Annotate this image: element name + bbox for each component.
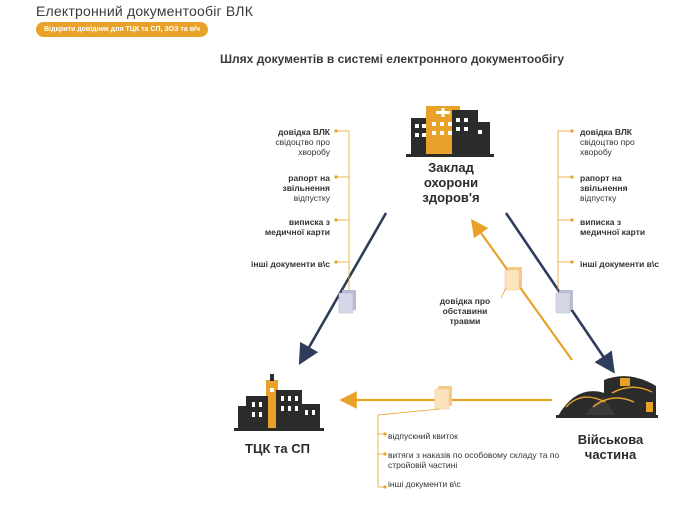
bottom-docs-leader (377, 408, 441, 487)
right-doc-item-text: відпустку (580, 193, 617, 203)
bottom-document-icon (434, 386, 452, 410)
left-doc-item: довідка ВЛК свідоцтво про хворобу (250, 127, 330, 165)
right-docs-list: довідка ВЛК свідоцтво про хворобу рапорт… (580, 127, 660, 277)
left-doc-item-title: виписка з медичної карти (264, 217, 330, 237)
left-doc-item-title: рапорт на звільнення (282, 173, 330, 193)
left-doc-item: виписка з медичної карти (250, 217, 330, 251)
arrow-military-to-hospital (470, 218, 573, 361)
right-doc-item-title: інші документи в\с (580, 259, 659, 269)
left-docs-list: довідка ВЛК свідоцтво про хворобу рапорт… (250, 127, 330, 277)
node-hospital-label: Заклад охорони здоров'я (422, 160, 480, 205)
page-title: Електронний документообіг ВЛК (36, 3, 254, 19)
trauma-doc-leader (500, 287, 507, 299)
node-military-label: Військова частина (577, 432, 644, 462)
diagram-title: Шлях документів в системі електронного д… (220, 52, 565, 66)
left-doc-item-title: інші документи в\с (251, 259, 330, 269)
right-doc-item: довідка ВЛК свідоцтво про хворобу (580, 127, 660, 165)
right-doc-item: рапорт на звільнення відпустку (580, 173, 660, 209)
left-doc-item: рапорт на звільнення відпустку (250, 173, 330, 209)
trauma-document-icon (504, 267, 522, 291)
arrow-hospital-to-tck (298, 212, 388, 366)
bottom-doc-item: інші документи в\с (388, 479, 461, 489)
right-doc-item-title: рапорт на звільнення (580, 173, 628, 193)
left-doc-item-text: свідоцтво про хворобу (275, 137, 330, 157)
left-doc-item: інші документи в\с (250, 259, 330, 269)
node-tck-label: ТЦК та СП (245, 441, 310, 456)
military-hangar-icon (556, 376, 658, 418)
open-directory-button[interactable]: Відкрити довідник для ТЦК та СП, ЗОЗ та … (36, 22, 209, 37)
trauma-doc-label: довідка про обставини травми (439, 296, 491, 326)
bottom-docs-list: відпускний квиток витяги з наказів по ос… (388, 431, 568, 498)
hospital-building-icon (406, 106, 494, 157)
right-doc-item: виписка з медичної карти (580, 217, 660, 251)
right-doc-item-title: довідка ВЛК (580, 127, 632, 137)
left-doc-item-title: довідка ВЛК (278, 127, 330, 137)
right-document-icon (555, 290, 573, 314)
tck-building-icon (234, 374, 324, 431)
bottom-doc-item: відпускний квиток (388, 431, 458, 441)
right-doc-item-text: свідоцтво про хворобу (580, 137, 635, 157)
bottom-doc-item: витяги з наказів по особовому складу та … (388, 450, 560, 470)
left-doc-item-text: відпустку (293, 193, 330, 203)
arrow-hospital-to-military (504, 212, 615, 374)
right-doc-item: інші документи в\с (580, 259, 660, 269)
left-document-icon (338, 290, 356, 314)
right-doc-item-title: виписка з медичної карти (580, 217, 646, 237)
